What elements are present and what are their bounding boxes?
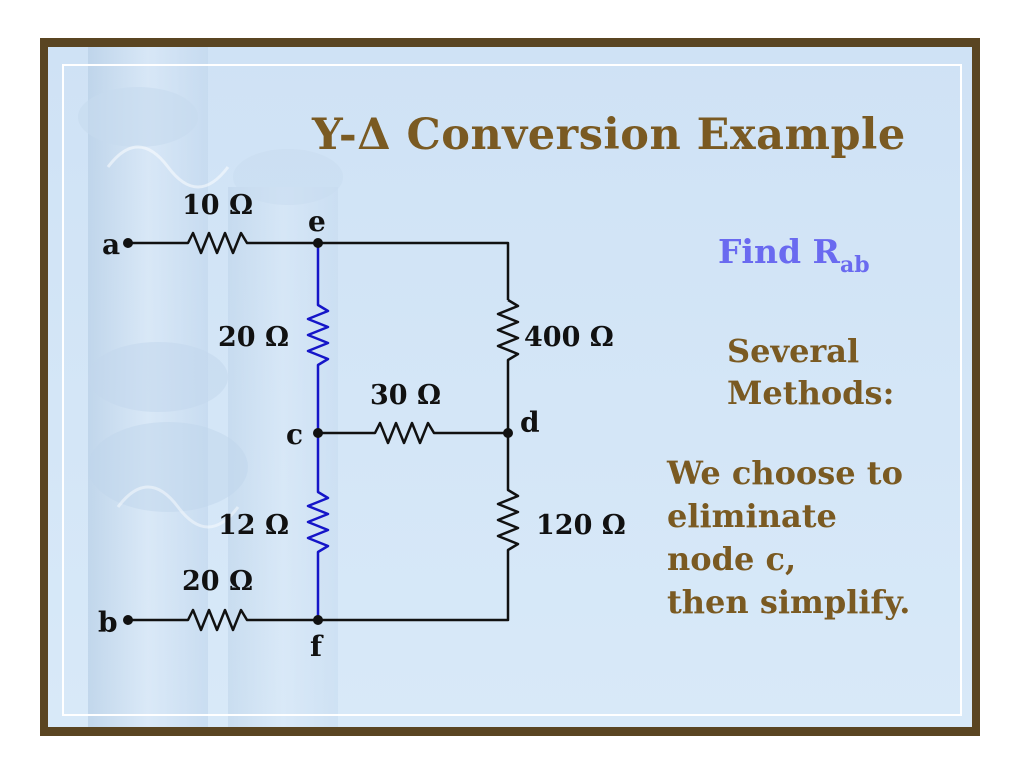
several-methods-text: Several Methods: — [727, 330, 894, 414]
node-b-label: b — [98, 606, 118, 639]
label-r-cd: 30 Ω — [370, 380, 442, 411]
methods-line-2: Methods: — [727, 374, 895, 412]
choose-line-1: We choose to — [667, 454, 903, 492]
wire-a-e — [128, 231, 318, 255]
node-a-dot — [123, 238, 133, 248]
find-prefix: Find R — [718, 232, 840, 271]
node-d-label: d — [520, 406, 540, 439]
find-rab-text: Find Rab — [718, 232, 870, 278]
wire-b-f — [128, 608, 318, 632]
node-d-dot — [503, 428, 513, 438]
label-r-ec: 20 Ω — [218, 322, 290, 353]
wire-c-d — [318, 421, 508, 445]
node-c-dot — [313, 428, 323, 438]
node-c-label: c — [286, 418, 304, 451]
node-b-dot — [123, 615, 133, 625]
label-r-df: 120 Ω — [536, 510, 626, 541]
choose-line-3: node c, — [667, 540, 797, 578]
choose-line-4: then simplify. — [667, 583, 911, 621]
label-r-bf: 20 Ω — [182, 566, 254, 597]
label-r-ae: 10 Ω — [182, 190, 254, 221]
label-r-ed: 400 Ω — [524, 322, 614, 353]
label-r-cf: 12 Ω — [218, 510, 290, 541]
node-e-dot — [313, 238, 323, 248]
resistor-20-ec — [306, 243, 330, 433]
slide-inner-border — [62, 64, 962, 716]
column-background-image — [78, 47, 343, 727]
wire-e-top-right — [318, 241, 510, 300]
choose-line-2: eliminate — [667, 497, 837, 535]
node-f-dot — [313, 615, 323, 625]
methods-line-1: Several — [727, 332, 860, 370]
resistor-12-cf — [306, 433, 330, 620]
node-a-label: a — [102, 228, 121, 261]
find-subscript: ab — [839, 252, 870, 278]
slide-title: Y-Δ Conversion Example — [312, 110, 906, 160]
resistor-400 — [496, 298, 520, 433]
node-f-label: f — [310, 630, 323, 663]
node-e-label: e — [308, 205, 326, 238]
resistor-120 — [318, 433, 520, 622]
choose-text: We choose to eliminate node c, then simp… — [667, 452, 910, 624]
